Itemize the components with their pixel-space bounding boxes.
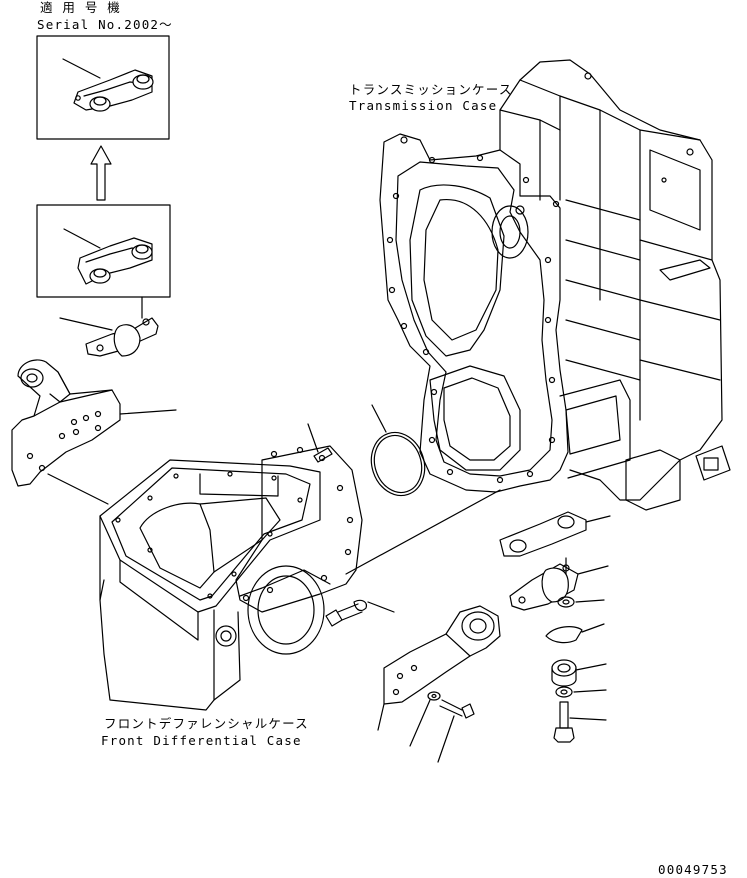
- drawing-number: 00049753: [658, 862, 728, 877]
- arrow-up: [90, 145, 112, 201]
- serial-number-label: Serial No.2002〜: [37, 17, 173, 32]
- applicable-serial-label-jp: 適 用 号 機: [40, 0, 121, 15]
- front-diff-case-label-jp: フロントデファレンシャルケース: [104, 716, 309, 731]
- right-washer-2: [555, 686, 607, 698]
- transmission-case: [379, 59, 731, 511]
- o-ring: [370, 404, 426, 497]
- left-bracket: [11, 359, 177, 487]
- right-bracket: [377, 605, 501, 731]
- front-diff-case-label-en: Front Differential Case: [101, 733, 302, 748]
- transmission-case-label-jp: トランスミッションケース: [349, 82, 513, 97]
- transmission-case-label-en: Transmission Case: [349, 98, 498, 113]
- right-shim: [545, 623, 605, 644]
- right-mount-cushion: [509, 563, 609, 611]
- right-mount-plate: [499, 511, 611, 557]
- inset-old-serial: [36, 204, 171, 319]
- dowel-pin: [307, 423, 333, 463]
- leader-case-join: [345, 489, 501, 575]
- leader-bracket: [47, 473, 109, 505]
- washer-small: [409, 691, 441, 747]
- bolt-diff: [325, 599, 395, 627]
- right-bolt-vertical: [553, 701, 607, 743]
- inset-new-serial: [36, 35, 170, 140]
- left-mount-cushion: [59, 317, 159, 357]
- bolt-long: [437, 699, 475, 763]
- right-spacer: [551, 659, 607, 687]
- right-washer-1: [557, 596, 605, 608]
- front-differential-case: [99, 445, 363, 711]
